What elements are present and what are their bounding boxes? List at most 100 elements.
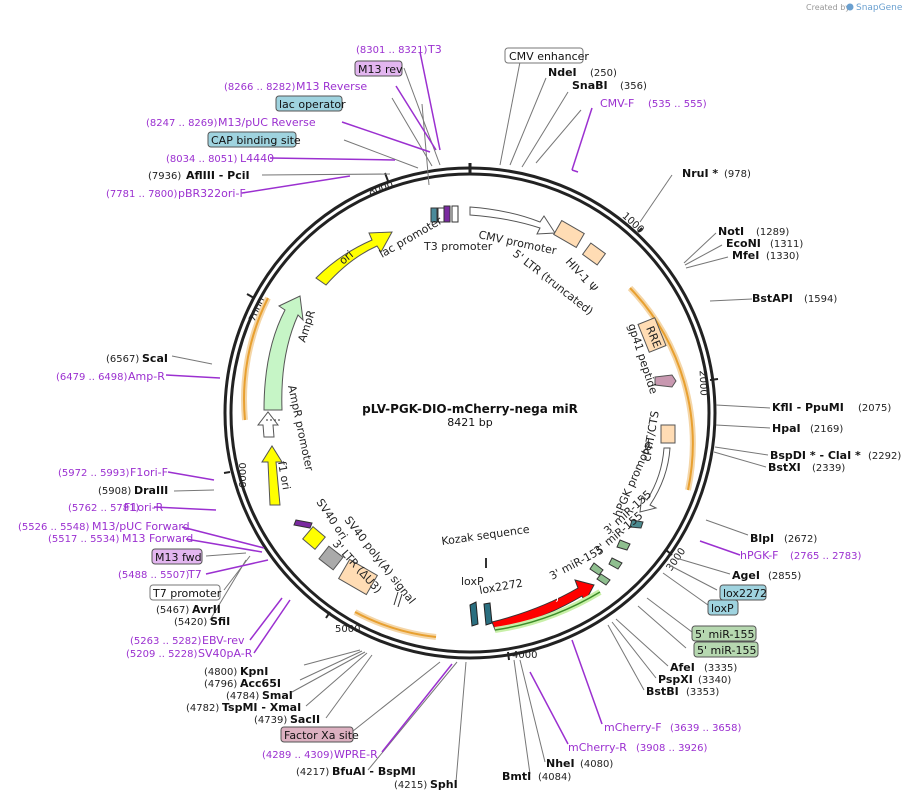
svg-text:AmpR promoter: AmpR promoter — [285, 384, 316, 473]
svg-text:T3 promoter: T3 promoter — [423, 240, 493, 253]
primer-mcherry-r[interactable]: mCherry-R — [568, 741, 627, 754]
tick-2000: 2000 — [697, 370, 719, 396]
primer-mcherry-f-coord: (3639 .. 3658) — [670, 723, 742, 734]
kozak-feature[interactable]: Kozak sequence — [441, 523, 531, 568]
site-smai[interactable]: SmaI — [262, 689, 293, 702]
site-avrii-coord: (5467) — [156, 605, 189, 616]
site-bmti[interactable]: BmtI — [502, 770, 531, 783]
site-kpni[interactable]: KpnI — [240, 665, 268, 678]
site-afliii-pcii[interactable]: AflIII - PciI — [186, 169, 250, 182]
site-bspdi-clai[interactable]: BspDI * - ClaI * — [770, 449, 861, 462]
primer-cmv-f[interactable]: CMV-F — [600, 97, 634, 110]
primer-pbr322ori-f-coord: (7781 .. 7800) — [106, 189, 178, 200]
primer-amp-r[interactable]: Amp-R — [128, 370, 165, 383]
site-ndei[interactable]: NdeI — [548, 66, 577, 79]
site-bstbi[interactable]: BstBI — [646, 685, 679, 698]
site-nhei[interactable]: NheI — [546, 757, 575, 770]
boxed-5-mir155-b[interactable]: 5' miR-155 — [693, 641, 759, 658]
primer-pbr322ori-f[interactable]: pBR322ori-F — [178, 187, 246, 200]
orange-arcs — [241, 285, 696, 640]
ori-feature[interactable]: ori — [315, 231, 393, 286]
site-scai-coord: (6567) — [106, 354, 139, 365]
site-pspxi[interactable]: PspXI — [658, 673, 693, 686]
site-draiii[interactable]: DraIII — [134, 484, 168, 497]
site-sfii-coord: (5420) — [174, 617, 207, 628]
site-pspxi-coord: (3340) — [698, 675, 731, 686]
primer-sv40pa-r-coord: (5209 .. 5228) — [126, 649, 198, 660]
boxed-factor-xa-site[interactable]: Factor Xa site — [280, 726, 359, 743]
site-acc65i[interactable]: Acc65I — [240, 677, 281, 690]
rre-feature[interactable]: RRE — [637, 317, 667, 353]
site-kfli-ppumi[interactable]: KflI - PpuMI — [772, 401, 844, 414]
boxed-m13-rev[interactable]: M13 rev — [354, 60, 403, 77]
primer-l4440-coord: (8034 .. 8051) — [166, 154, 238, 165]
site-noti[interactable]: NotI — [718, 225, 744, 238]
primer-t7[interactable]: T7 — [187, 568, 202, 581]
site-snabi[interactable]: SnaBI — [572, 79, 608, 92]
site-agei-coord: (2855) — [768, 571, 801, 582]
boxed-lac-operator[interactable]: lac operator — [275, 95, 346, 112]
site-sphi[interactable]: SphI — [430, 778, 458, 791]
site-sfii[interactable]: SfiI — [210, 615, 230, 628]
site-agei[interactable]: AgeI — [732, 569, 760, 582]
svg-text:5' miR-155: 5' miR-155 — [697, 644, 756, 657]
svg-text:2000: 2000 — [697, 370, 709, 396]
boxed-5-mir155-a[interactable]: 5' miR-155 — [691, 625, 757, 642]
primer-m13-reverse[interactable]: M13 Reverse — [296, 80, 367, 93]
primer-m13-puc-reverse[interactable]: M13/pUC Reverse — [218, 116, 316, 129]
site-avrii[interactable]: AvrII — [192, 603, 221, 616]
boxed-cmv-enhancer[interactable]: CMV enhancer — [504, 47, 589, 64]
site-blpi[interactable]: BlpI — [750, 532, 774, 545]
tick-6000: 6000 — [223, 463, 249, 488]
primer-wpre-r[interactable]: WPRE-R — [334, 748, 378, 761]
svg-text:lac operator: lac operator — [279, 98, 346, 111]
svg-text:lox2272: lox2272 — [478, 577, 524, 597]
primer-sv40pa-r[interactable]: SV40pA-R — [198, 647, 253, 660]
primer-amp-r-coord: (6479 .. 6498) — [56, 372, 128, 383]
svg-text:M13 rev: M13 rev — [358, 63, 403, 76]
primer-hpgk-f[interactable]: hPGK-F — [740, 549, 778, 562]
primer-mcherry-f[interactable]: mCherry-F — [604, 721, 662, 734]
svg-text:4000: 4000 — [512, 650, 537, 661]
boxed-m13-fwd[interactable]: M13 fwd — [151, 548, 203, 565]
site-afei-coord: (3335) — [704, 663, 737, 674]
primer-wpre-r-coord: (4289 .. 4309) — [262, 750, 334, 761]
primer-t3[interactable]: T3 — [427, 43, 442, 56]
svg-text:T7 promoter: T7 promoter — [152, 587, 222, 600]
primer-m13-forward[interactable]: M13 Forward — [122, 532, 193, 545]
boxed-t7-promoter[interactable]: T7 promoter — [149, 584, 222, 601]
loxp-feature[interactable]: loxP — [461, 575, 484, 627]
site-nhei-coord: (4080) — [580, 759, 613, 770]
primer-ebv-rev[interactable]: EBV-rev — [202, 634, 245, 647]
svg-text:6000: 6000 — [238, 463, 249, 488]
boxed-lox2272[interactable]: lox2272 — [719, 584, 767, 601]
boxed-cap-binding-site[interactable]: CAP binding site — [207, 131, 301, 148]
primer-f1ori-f[interactable]: F1ori-F — [130, 466, 168, 479]
leader-lines-right — [499, 61, 771, 775]
svg-text:CMV enhancer: CMV enhancer — [509, 50, 589, 63]
site-bstapi[interactable]: BstAPI — [752, 292, 793, 305]
site-tspmi-xmai[interactable]: TspMI - XmaI — [222, 701, 301, 714]
site-sacii[interactable]: SacII — [290, 713, 320, 726]
site-tspmi-xmai-coord: (4782) — [186, 703, 219, 714]
site-bfuai-bspmi[interactable]: BfuAI - BspMI — [332, 765, 416, 778]
primer-f1ori-r[interactable]: F1ori-R — [124, 501, 164, 514]
site-afliii-pcii-coord: (7936) — [148, 171, 181, 182]
site-bfuai-bspmi-coord: (4217) — [296, 767, 329, 778]
primer-m13-puc-forward[interactable]: M13/pUC Forward — [92, 520, 190, 533]
site-scai[interactable]: ScaI — [142, 352, 168, 365]
site-econi[interactable]: EcoNI — [726, 237, 761, 250]
site-smai-coord: (4784) — [226, 691, 259, 702]
mir155-features[interactable]: 3' miR-155 3' miR-155 3' miR-155 — [547, 488, 654, 586]
site-blpi-coord: (2672) — [784, 534, 817, 545]
site-afei[interactable]: AfeI — [670, 661, 695, 674]
site-acc65i-coord: (4796) — [204, 679, 237, 690]
site-bstxi[interactable]: BstXI — [768, 461, 801, 474]
site-hpai[interactable]: HpaI — [772, 422, 801, 435]
f1-ori-feature[interactable]: f1 ori — [261, 445, 293, 506]
primer-l4440[interactable]: L4440 — [240, 152, 274, 165]
site-mfei[interactable]: MfeI — [732, 249, 759, 262]
site-nrui[interactable]: NruI * — [682, 167, 718, 180]
tick-8000: 8000 — [367, 172, 395, 198]
boxed-loxp[interactable]: loxP — [707, 599, 739, 616]
